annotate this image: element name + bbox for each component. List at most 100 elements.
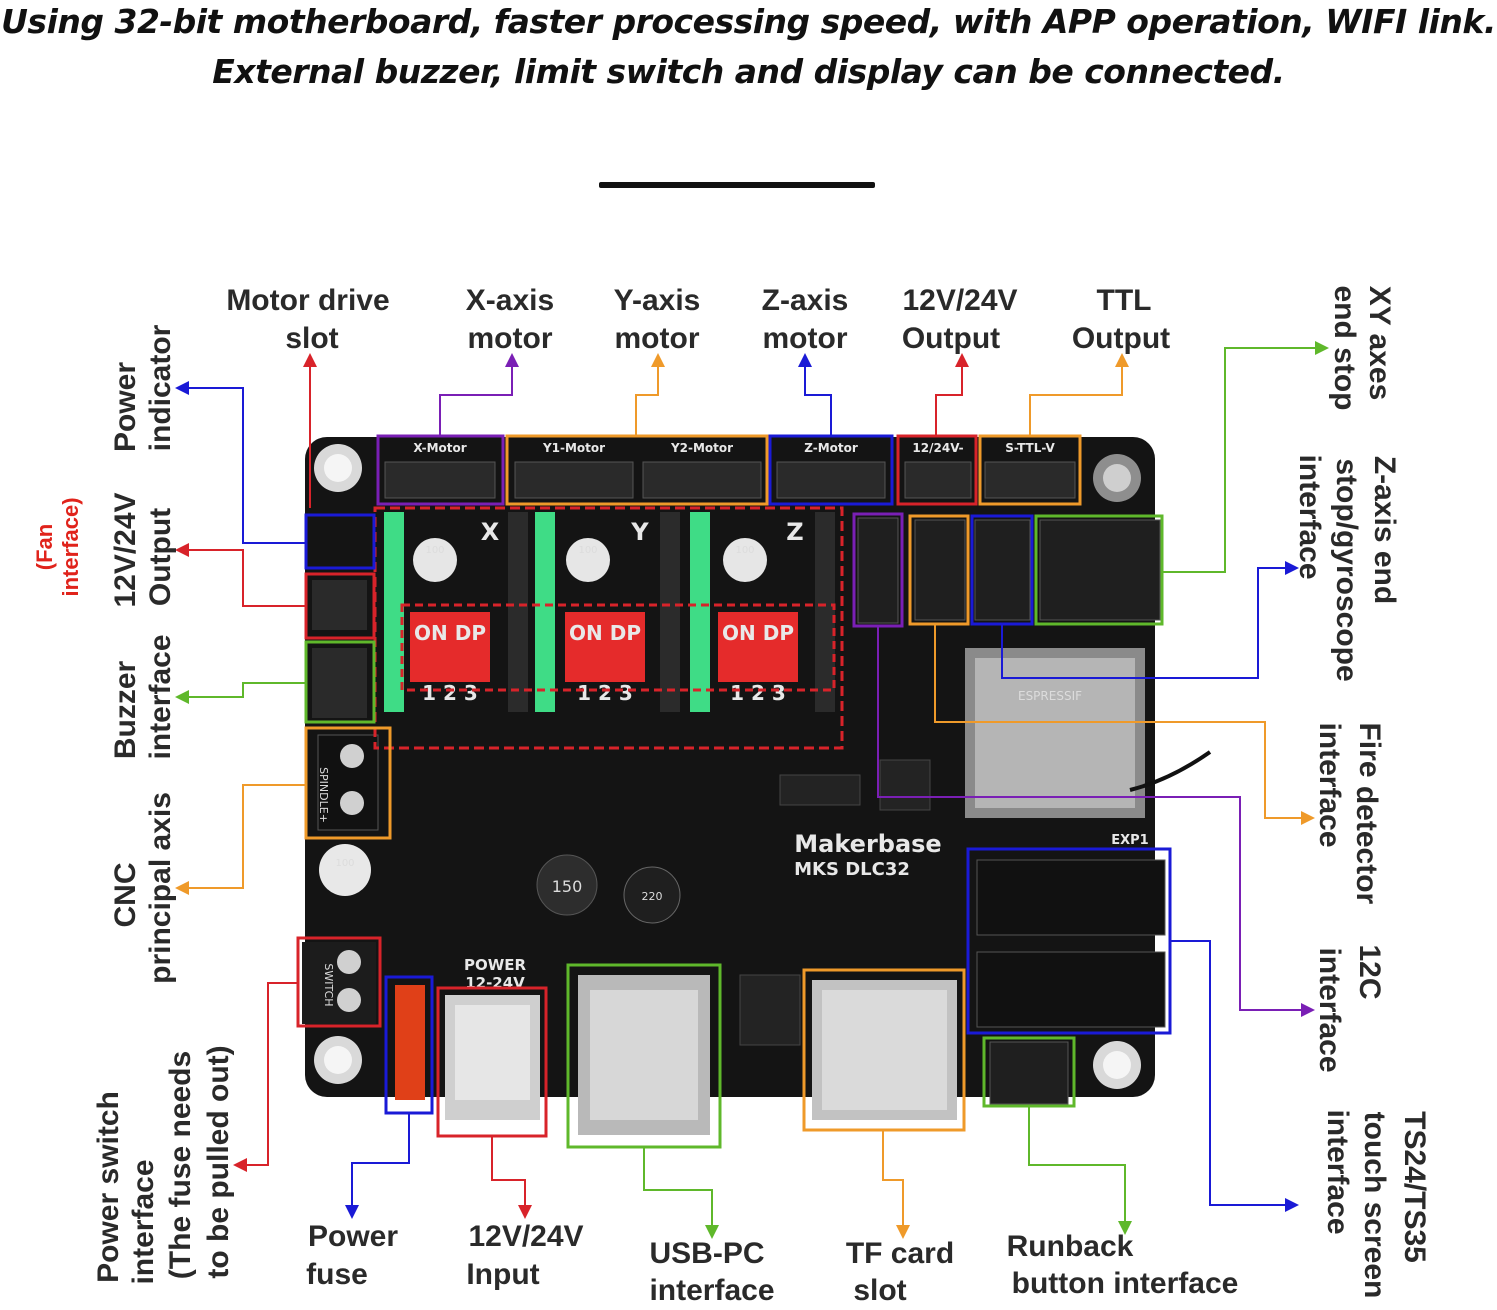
cap-text-x: 100: [425, 545, 444, 556]
label-ttl-output-1: TTL: [1097, 284, 1152, 317]
label-power-switch-2: interface: [127, 1159, 160, 1284]
pcb-board: X-Motor Y1-Motor Y2-Motor Z-Motor 12/24V…: [302, 437, 1212, 1135]
leader-spindle: [175, 784, 306, 895]
label-usb-2: interface: [649, 1274, 774, 1307]
label-y-axis-motor-1: Y-axis: [614, 284, 701, 317]
label-power-fuse-1: Power: [308, 1220, 398, 1253]
label-z-endstop-1: Z-axis end: [1368, 456, 1401, 604]
dip-text-y: ON DP: [569, 621, 641, 645]
power-label-1: POWER: [464, 956, 527, 974]
label-x-axis-motor-2: motor: [468, 322, 553, 355]
driver-axis-x: X: [481, 518, 500, 546]
spindle-label: SPINDLE+: [317, 767, 330, 823]
label-left-power-output-2: Output: [144, 508, 177, 606]
label-runback-2: button interface: [1012, 1267, 1239, 1300]
leader-power-input: [491, 1136, 532, 1219]
driver-axis-y: Y: [630, 518, 649, 546]
divider-rule: [599, 182, 875, 188]
label-cnc-principal-axis-2: principal axis: [144, 792, 177, 984]
brand-label: Makerbase: [794, 830, 941, 858]
leader-ttl-output: [1029, 353, 1129, 436]
box-xy-endstop: [1034, 514, 1164, 626]
label-motor-drive-slot-1: Motor drive: [226, 284, 389, 317]
model-label: MKS DLC32: [794, 859, 910, 880]
label-x-axis-motor-1: X-axis: [466, 284, 554, 317]
cap-text-z: 100: [735, 545, 754, 556]
label-z-axis-motor-1: Z-axis: [762, 284, 849, 317]
label-xy-endstop-1: XY axes: [1363, 286, 1396, 401]
box-dip-switches: [400, 603, 836, 692]
label-fire-detector-1: Fire: [1353, 722, 1386, 777]
leader-tf-card: [882, 1130, 910, 1239]
label-power-indicator-1: Power: [109, 362, 142, 452]
leader-runback: [1028, 1106, 1132, 1235]
label-power-switch-3: (The fuse needs: [164, 1051, 197, 1279]
leader-power-switch: [233, 982, 298, 1172]
leader-i2c: [877, 626, 1315, 1017]
y2-motor-header-label: Y2-Motor: [670, 441, 733, 455]
label-motor-drive-slot-2: slot: [285, 322, 338, 355]
exp-label: EXP1: [1111, 833, 1148, 848]
label-fan-interface-1: (Fan: [32, 524, 57, 570]
driver-slot-y: ON DP 1 2 3 Y 100: [535, 512, 680, 712]
headline-line-2: External buzzer, limit switch and displa…: [212, 52, 1285, 91]
module-label: ESPRESSIF: [1018, 689, 1082, 703]
label-power-switch-4: to be pulled out): [202, 1045, 235, 1278]
leader-buzzer: [175, 682, 306, 704]
power-out-header-label: 12/24V-: [912, 441, 963, 455]
x-motor-header-label: X-Motor: [413, 441, 466, 455]
leader-xy-endstop: [1162, 341, 1329, 573]
headline-line-1: Using 32-bit motherboard, faster process…: [1, 2, 1496, 41]
leader-power-indicator: [175, 381, 306, 544]
label-z-axis-motor-2: motor: [763, 322, 848, 355]
label-power-input-2: Input: [466, 1258, 539, 1291]
label-buzzer-interface-1: Buzzer: [109, 661, 142, 760]
label-ts-display-3: interface: [1321, 1109, 1354, 1234]
dip-text-x: ON DP: [414, 621, 486, 645]
label-ts-display-2: touch screen: [1358, 1112, 1391, 1299]
label-power-switch-1: Power switch: [92, 1091, 125, 1283]
label-tf-card-2: slot: [853, 1274, 906, 1307]
label-xy-endstop-2: end stop: [1328, 286, 1361, 411]
y1-motor-header-label: Y1-Motor: [542, 441, 605, 455]
label-fan-interface-2: interface): [58, 497, 83, 596]
box-fire-detector: [908, 514, 970, 626]
label-z-endstop-3: interface: [1293, 454, 1326, 579]
label-fire-detector-2: detector: [1350, 786, 1383, 905]
leader-x-axis-motor: [439, 353, 519, 436]
dip-numbers-y: 1 2 3: [577, 681, 633, 705]
label-i2c-2: interface: [1313, 947, 1346, 1072]
label-z-endstop-2: stop/gyroscope: [1330, 458, 1363, 681]
dip-text-z: ON DP: [722, 621, 794, 645]
label-power-fuse-2: fuse: [306, 1258, 368, 1291]
leader-power-fuse: [345, 1113, 410, 1219]
driver-slot-x: ON DP 1 2 3 X 100: [384, 512, 528, 712]
label-fire-detector-3: interface: [1313, 722, 1346, 847]
label-ts-display-1: TS24/TS35: [1398, 1111, 1431, 1263]
label-left-power-output-1: 12V/24V: [109, 492, 142, 607]
dip-numbers-z: 1 2 3: [730, 681, 786, 705]
leader-fire-detector: [934, 624, 1315, 825]
label-buzzer-interface-2: interface: [144, 634, 177, 759]
leader-z-axis-motor: [798, 353, 832, 436]
label-i2c-1: 12C: [1353, 944, 1386, 999]
cap2-label: 220: [642, 890, 663, 903]
label-ttl-output-2: Output: [1072, 322, 1170, 355]
dip-numbers-x: 1 2 3: [422, 681, 478, 705]
label-power-indicator-2: indicator: [144, 324, 177, 451]
box-power-indicator: [304, 513, 376, 570]
label-usb-1: USB-PC: [649, 1237, 764, 1270]
label-power-input-1: 12V/24V: [468, 1220, 583, 1253]
label-y-axis-motor-2: motor: [615, 322, 700, 355]
leader-z-endstop: [1001, 561, 1299, 679]
label-cnc-principal-axis-1: CNC: [109, 863, 142, 928]
driver-slot-z: ON DP 1 2 3 Z 100: [690, 512, 835, 712]
driver-axis-z: Z: [786, 518, 803, 546]
inductor-label: 150: [552, 877, 583, 896]
label-top-power-output-2: Output: [902, 322, 1000, 355]
leader-ts-display: [1170, 940, 1299, 1212]
cap-text-left: 100: [335, 858, 354, 869]
leader-y-axis-motor: [635, 353, 665, 436]
switch-label: SWITCH: [322, 963, 335, 1006]
